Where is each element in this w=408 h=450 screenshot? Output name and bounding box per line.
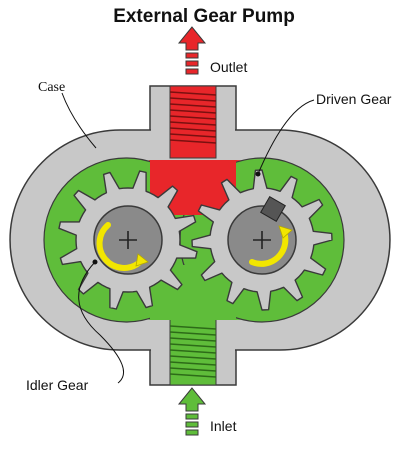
driven-gear-label: Driven Gear — [316, 91, 392, 107]
idler-gear-callout-line — [78, 261, 125, 384]
drive-key — [260, 196, 286, 222]
outlet-label: Outlet — [210, 59, 247, 75]
case-callout-line — [61, 92, 97, 149]
inlet-arrow — [177, 387, 207, 436]
driven-shaft-center-icon — [253, 231, 271, 249]
idler-gear-callout-dot — [92, 259, 98, 265]
diagram-title: External Gear Pump — [113, 6, 295, 27]
driven-gear-callout-dot — [255, 171, 261, 177]
outlet-port — [169, 85, 217, 159]
idler-rotation-arrow-icon — [96, 222, 149, 271]
inlet-label: Inlet — [210, 418, 237, 434]
idler-shaft-center-icon — [119, 231, 137, 249]
driven-rotation-arrow-icon — [249, 225, 293, 267]
case-label: Case — [38, 80, 65, 95]
driven-gear-callout-line — [257, 99, 315, 175]
outlet-arrow — [177, 26, 207, 75]
idler-gear-label: Idler Gear — [26, 377, 89, 393]
inlet-port — [169, 317, 217, 386]
